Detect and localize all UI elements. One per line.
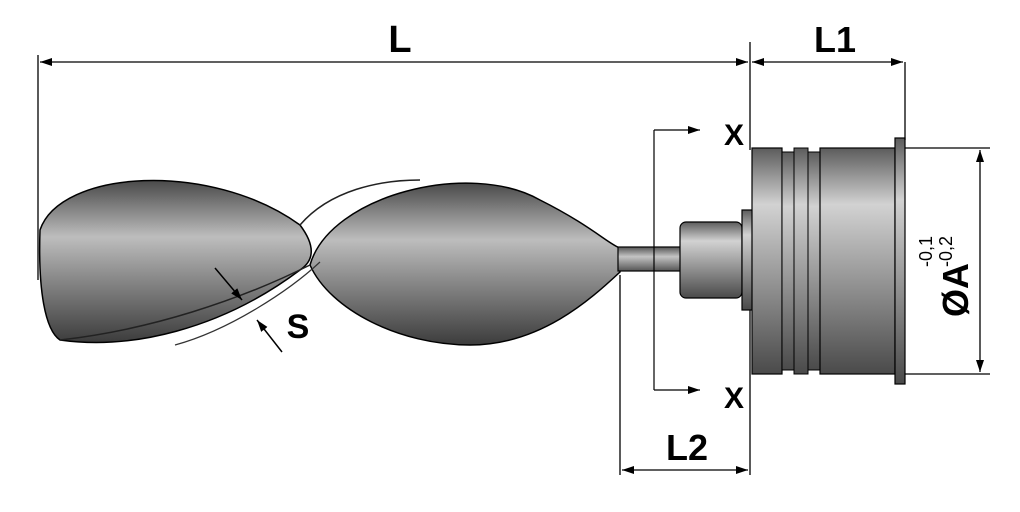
label-diameter-A: ØA xyxy=(935,263,976,317)
label-section-bottom: X xyxy=(724,382,744,415)
dimension-S: S xyxy=(214,267,310,353)
blade-lobe-right xyxy=(309,182,621,346)
section-marker-top: X xyxy=(654,119,744,152)
blade-lobe-left xyxy=(38,179,312,344)
dimension-L: L xyxy=(37,19,751,280)
blade-edge-lower xyxy=(174,261,321,346)
label-L2: L2 xyxy=(666,427,708,468)
dimension-diameter-A: ØA -0,1 -0,2 xyxy=(905,147,990,375)
twisted-blade xyxy=(38,179,621,346)
hub xyxy=(679,221,743,299)
label-L1: L1 xyxy=(814,19,856,60)
dimension-L2: L2 xyxy=(619,275,751,475)
blade-edge-twist xyxy=(59,179,421,341)
dimension-L1: L1 xyxy=(752,19,906,140)
tolerance-lower: -0,2 xyxy=(936,236,956,267)
label-S: S xyxy=(287,308,310,346)
label-section-top: X xyxy=(724,119,744,152)
label-L: L xyxy=(388,19,411,61)
grooved-body xyxy=(751,137,906,385)
tolerance-upper: -0,1 xyxy=(916,236,936,267)
section-marker-bottom: X xyxy=(654,382,744,415)
